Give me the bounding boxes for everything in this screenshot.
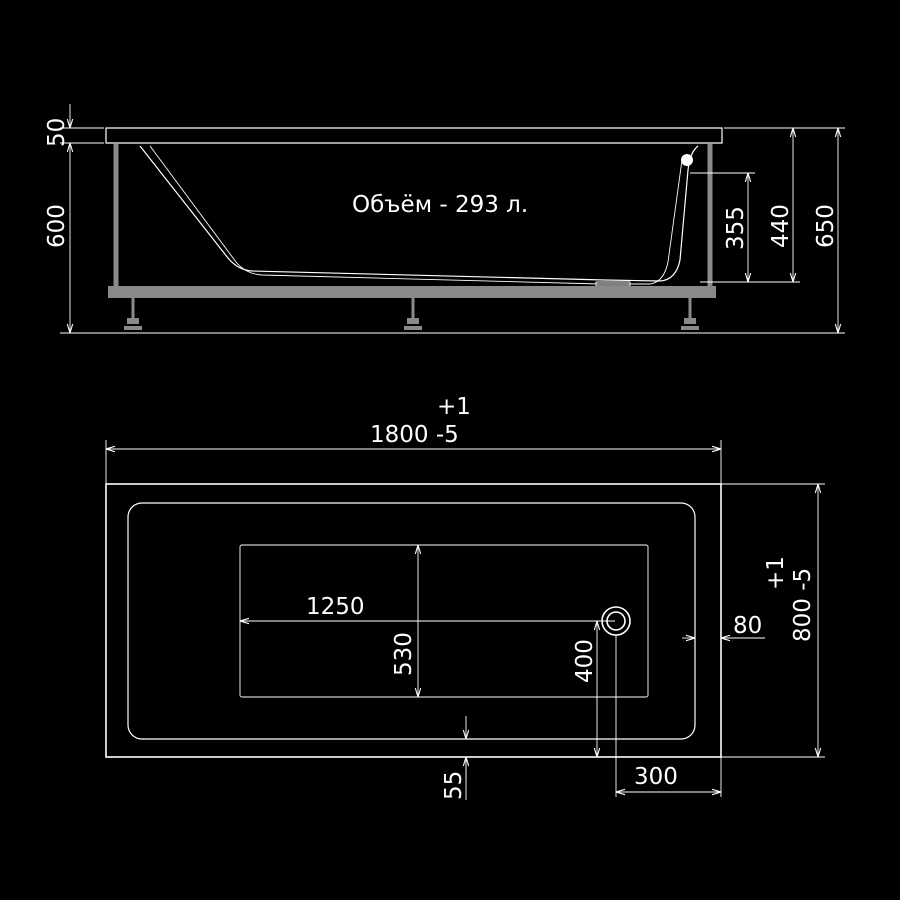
leg-right: [681, 298, 699, 330]
tub-outline-outer: [105, 483, 722, 758]
dim-drain-height-label: 355: [723, 206, 749, 250]
rim-offset-label: 55: [441, 771, 467, 800]
volume-label: Объём - 293 л.: [352, 192, 528, 218]
length-dim-label: 1800 -5: [370, 422, 459, 448]
drain-offset-edge-label: 80: [733, 613, 762, 639]
tub-rim: [105, 127, 723, 144]
bottom-length-label: 1250: [306, 594, 365, 620]
dim-mid-height-label: 440: [768, 204, 794, 248]
leg-middle: [404, 298, 422, 330]
width-dim-label: 800 -5: [790, 568, 816, 642]
dim-rim-label: 50: [44, 118, 70, 147]
drain-inner: [606, 611, 626, 631]
frame-base: [108, 286, 716, 298]
length-tolerance-plus: +1: [437, 394, 471, 420]
drain-offset-y-label: 400: [572, 639, 598, 683]
drain-offset-x-label: 300: [634, 764, 678, 790]
bottom-width-label: 530: [391, 632, 417, 676]
top-view: +1 1800 -5 1250 530 400 80 3: [105, 394, 825, 800]
tub-inner-profile: [149, 145, 683, 285]
leg-left: [124, 298, 142, 330]
dim-total-height-label: 650: [813, 204, 839, 248]
overflow-hole: [681, 154, 693, 166]
dim-body-label: 600: [44, 204, 70, 248]
width-tolerance-plus: +1: [763, 556, 789, 590]
side-view: 50 600 355 440 650 Объём - 293 л.: [44, 104, 845, 334]
